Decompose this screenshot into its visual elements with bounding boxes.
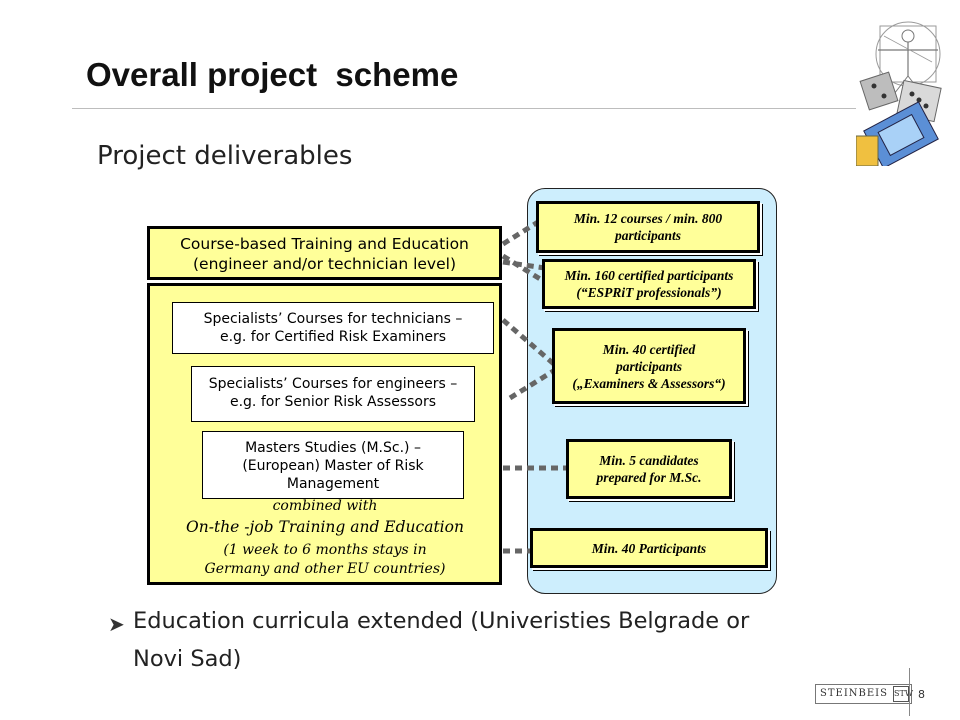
- connector-line: [501, 318, 557, 367]
- vitruvian-dice-logo: [856, 14, 948, 166]
- course-training-title: Course-based Training and Education: [180, 235, 469, 253]
- ojt-line: Germany and other EU countries): [204, 561, 446, 577]
- deliverable-certified: Min. 160 certified participants (“ESPRiT…: [542, 259, 756, 309]
- deliverable-text: Min. 40 certified: [602, 341, 696, 357]
- slide-subtitle: Project deliverables: [97, 141, 353, 171]
- seal-icon: STW: [893, 686, 913, 702]
- masters-studies-box: Masters Studies (M.Sc.) – (European) Mas…: [202, 431, 464, 499]
- connector-line: [501, 219, 540, 247]
- box-text: Specialists’ Courses for technicians –: [203, 311, 463, 327]
- technicians-courses-box: Specialists’ Courses for technicians – e…: [172, 302, 494, 354]
- arrow-bullet-icon: ➤: [108, 612, 125, 636]
- deliverable-text: Min. 5 candidates: [599, 453, 699, 468]
- deliverable-text: participants: [614, 228, 681, 243]
- deliverable-text: („Examiners & Assessors“): [572, 375, 726, 391]
- deliverable-text: prepared for M.Sc.: [596, 470, 702, 485]
- course-training-header: Course-based Training and Education (eng…: [147, 226, 502, 280]
- box-text: (European) Master of Risk: [242, 458, 424, 474]
- deliverable-text: Min. 160 certified participants: [564, 268, 734, 283]
- steinbeis-logo: STEINBEIS STW: [815, 684, 913, 704]
- page-number: 8: [918, 688, 925, 701]
- on-the-job-title: On-the -job Training and Education: [186, 518, 464, 536]
- box-text: e.g. for Senior Risk Assessors: [229, 394, 437, 410]
- connector-line: [501, 253, 547, 285]
- bullet-item: Education curricula extended (Univeristi…: [133, 602, 893, 678]
- combined-with-label: combined with: [272, 498, 378, 514]
- logo-text: STEINBEIS: [820, 688, 888, 699]
- ojt-line: (1 week to 6 months stays in: [223, 542, 427, 558]
- box-text: Masters Studies (M.Sc.) –: [245, 440, 421, 456]
- bullet-line: Novi Sad): [133, 646, 242, 672]
- footer-divider: [909, 668, 910, 716]
- deliverable-text: (“ESPRiT professionals”): [576, 285, 722, 300]
- engineers-courses-box: Specialists’ Courses for engineers – e.g…: [191, 366, 475, 422]
- connector-line: [502, 259, 546, 271]
- box-text: Specialists’ Courses for engineers –: [208, 376, 458, 392]
- slide-title: Overall project scheme: [86, 56, 459, 93]
- connector-line: [508, 367, 557, 401]
- deliverable-participants: Min. 40 Participants: [530, 528, 768, 568]
- deliverable-examiners: Min. 40 certified participants („Examine…: [552, 328, 746, 404]
- deliverable-text: Min. 40 Participants: [591, 540, 707, 556]
- box-text: Management: [286, 476, 380, 492]
- title-divider: [72, 108, 872, 109]
- bullet-line: Education curricula extended (Univeristi…: [133, 608, 750, 634]
- course-training-level: (engineer and/or technician level): [193, 255, 456, 273]
- deliverable-text: participants: [615, 358, 682, 374]
- deliverable-courses: Min. 12 courses / min. 800 participants: [536, 201, 760, 253]
- deliverable-text: Min. 12 courses / min. 800: [573, 211, 723, 226]
- deliverable-msc: Min. 5 candidates prepared for M.Sc.: [566, 439, 732, 499]
- box-text: e.g. for Certified Risk Examiners: [219, 329, 447, 345]
- on-the-job-details: (1 week to 6 months stays in Germany and…: [150, 541, 500, 579]
